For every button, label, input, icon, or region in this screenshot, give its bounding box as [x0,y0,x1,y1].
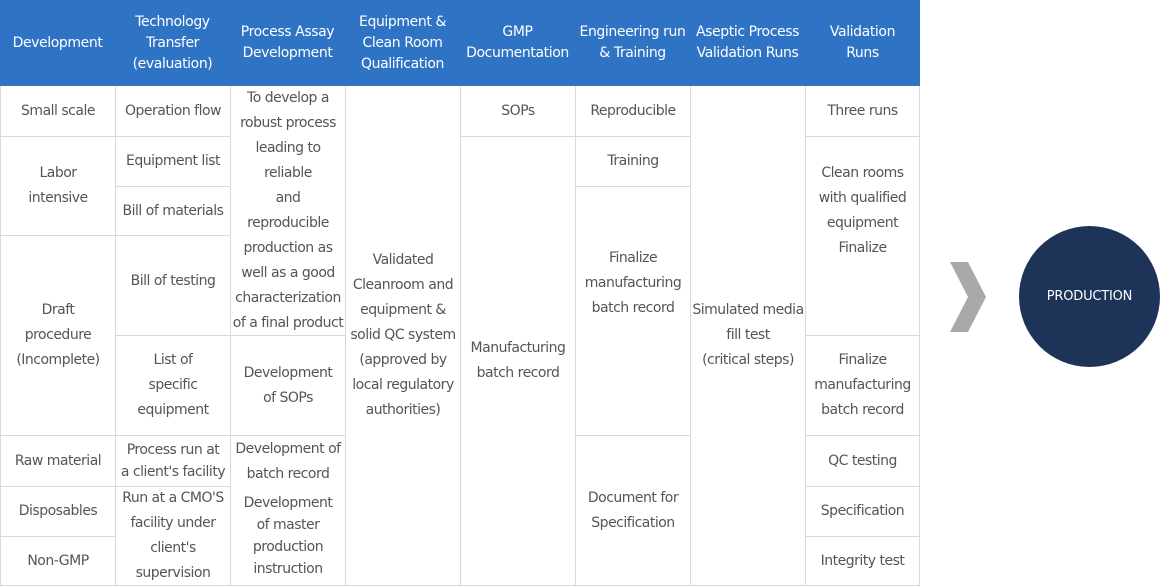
cell-gmp-sops: SOPs [461,86,576,137]
cell-specification: Specification [806,487,920,537]
cell-draft-procedure: Draft procedure (Incomplete) [0,236,116,436]
header-aseptic-process: Aseptic Process Validation Runs [690,0,805,86]
header-engineering-run: Engineering run & Training [575,0,690,86]
cell-raw-material: Raw material [0,436,116,487]
cell-document-specification: Document for Specification [576,436,691,586]
cell-three-runs: Three runs [806,86,920,137]
cell-equipment-list: Equipment list [116,137,231,187]
cell-operation-flow: Operation flow [116,86,231,137]
header-technology-transfer: Technology Transfer (evaluation) [115,0,230,86]
cell-development-of-sops: Development of SOPs [231,336,346,436]
cell-process-run-client: Process run at a client's facility [116,436,231,487]
chevron-right-icon [950,262,986,332]
cell-run-at-cmo: Run at a CMO'S facility under client's s… [116,487,231,586]
process-table: Development Technology Transfer (evaluat… [0,0,920,586]
cell-qc-testing: QC testing [806,436,920,487]
cell-simulated-media-fill: Simulated media fill test (critical step… [691,86,806,586]
cell-manufacturing-batch-record: Manufacturing batch record [461,137,576,586]
header-validation-runs: Validation Runs [805,0,920,86]
cell-development-batch-record: Development of batch record [231,436,346,487]
production-circle: PRODUCTION [1019,226,1160,367]
cell-finalize-batch-record-eng: Finalize manufacturing batch record [576,187,691,436]
cell-reproducible: Reproducible [576,86,691,137]
cell-robust-process: To develop a robust process leading to r… [231,86,346,336]
cell-non-gmp: Non-GMP [0,537,116,586]
cell-bill-of-materials: Bill of materials [116,187,231,236]
header-development: Development [0,0,115,86]
cell-list-specific-equipment: List of specific equipment [116,336,231,436]
cell-labor-intensive: Labor intensive [0,137,116,236]
header-equipment-clean-room: Equipment & Clean Room Qualification [345,0,460,86]
cell-clean-rooms: Clean rooms with qualified equipment Fin… [806,137,920,336]
cell-validated-cleanroom: Validated Cleanroom and equipment & soli… [346,86,461,586]
header-gmp-documentation: GMP Documentation [460,0,575,86]
cell-training: Training [576,137,691,187]
cell-integrity-test: Integrity test [806,537,920,586]
cell-finalize-batch-record-val: Finalize manufacturing batch record [806,336,920,436]
cell-disposables: Disposables [0,487,116,537]
cell-small-scale: Small scale [0,86,116,137]
header-process-assay-development: Process Assay Development [230,0,345,86]
cell-bill-of-testing: Bill of testing [116,236,231,336]
production-label: PRODUCTION [1046,289,1133,304]
cell-development-master-instruction: Development of master production instruc… [231,487,346,586]
